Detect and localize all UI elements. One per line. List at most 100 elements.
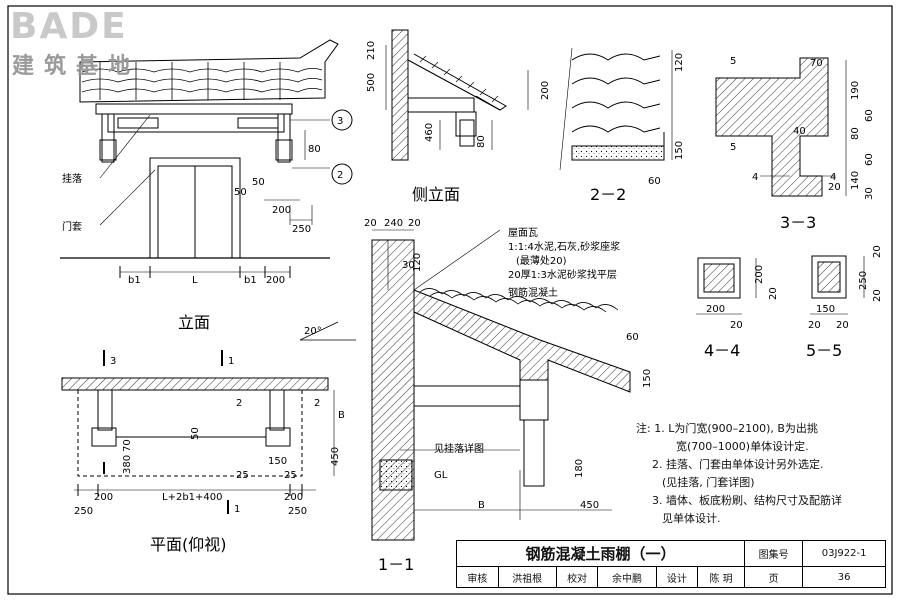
dim-label: 20 bbox=[730, 320, 743, 331]
dim-label: L bbox=[192, 275, 198, 286]
dim-label: 240 bbox=[384, 218, 403, 229]
section-1-1-text: 20 240 20 30 120 60 150 180 B 450 见挂落详图 … bbox=[364, 218, 653, 574]
dim-label: 50 bbox=[252, 177, 265, 188]
dim-label: 200 bbox=[272, 205, 291, 216]
sheet-border bbox=[7, 5, 893, 595]
section-4-4-text: 200 20 200 20 4－4 bbox=[704, 265, 779, 360]
dim-label: 180 bbox=[574, 459, 585, 478]
dim-label: B bbox=[338, 410, 345, 421]
designer-name: 陈 玥 bbox=[697, 566, 746, 588]
dim-label: 30 bbox=[402, 260, 415, 271]
layer-callouts: 屋面瓦 1:1:4水泥,石灰,砂浆座浆 (最薄处20) 20厚1:3水泥砂浆找平… bbox=[508, 227, 620, 299]
dim-label: 450 bbox=[330, 447, 341, 466]
dim-label: 60 bbox=[648, 176, 661, 187]
checker-name: 余中鹏 bbox=[597, 566, 657, 588]
atlas-number: 03J922-1 bbox=[802, 540, 886, 567]
review-label: 审核 bbox=[456, 566, 499, 588]
dim-label: 5 bbox=[730, 56, 736, 67]
title-block: 钢筋混凝土雨棚（一） 图集号 03J922-1 审核 洪祖根 校对 余中鹏 设计… bbox=[455, 540, 886, 588]
section-2-2-text: 120 200 150 60 2－2 bbox=[540, 53, 685, 204]
dim-label: 20 bbox=[364, 218, 377, 229]
view-title-elevation: 立面 bbox=[178, 313, 210, 332]
dim-label: 500 bbox=[366, 73, 377, 92]
dim-label: 150 bbox=[642, 369, 653, 388]
brand-subtitle: 建筑基地 bbox=[12, 54, 141, 79]
dim-label: 30 bbox=[864, 187, 875, 200]
note-line: 3. 墙体、板底粉刷、结构尺寸及配筋详 bbox=[652, 494, 842, 507]
dim-label: B bbox=[478, 500, 485, 511]
dim-label: 450 bbox=[580, 500, 599, 511]
dim-label: 20 bbox=[808, 320, 821, 331]
dim-label: 150 bbox=[816, 304, 835, 315]
section-5-5-text: 150 20 20 250 20 20 5－5 bbox=[806, 245, 883, 360]
layer-label: 屋面瓦 bbox=[508, 227, 538, 239]
dim-label: 250 bbox=[74, 506, 93, 517]
dim-label: 4 bbox=[752, 172, 758, 183]
section-mark: 2 bbox=[314, 398, 320, 409]
layer-label: 钢筋混凝土 bbox=[508, 286, 558, 299]
hanging-fascia bbox=[107, 113, 285, 133]
callout-circle bbox=[331, 163, 353, 185]
view-title-section-2-2: 2－2 bbox=[590, 185, 626, 204]
view-title-section-1-1: 1－1 bbox=[378, 555, 414, 574]
dim-label: 4 bbox=[830, 172, 836, 183]
design-label: 设计 bbox=[655, 566, 699, 588]
label-door-frame: 门套 bbox=[62, 220, 82, 233]
dim-label: 5 bbox=[730, 142, 736, 153]
dim-label: 20 bbox=[872, 289, 883, 302]
dim-label: 120 bbox=[412, 253, 423, 272]
note-line: 注: 1. L为门宽(900–2100), B为出挑 bbox=[636, 422, 818, 435]
dim-label: 460 bbox=[424, 123, 435, 142]
dim-label: 380 bbox=[122, 455, 133, 474]
plan-view bbox=[61, 321, 356, 514]
dim-label: 80 bbox=[308, 144, 321, 155]
dim-label: 50 bbox=[234, 187, 247, 198]
section-1-1-view bbox=[371, 229, 631, 541]
dim-label: 190 bbox=[850, 81, 861, 100]
dim-label: 140 bbox=[850, 171, 861, 190]
dim-label: 250 bbox=[858, 271, 869, 290]
dim-label: 60 bbox=[864, 109, 875, 122]
note-line: 2. 挂落、门套由单体设计另外选定. bbox=[652, 458, 824, 471]
dim-label: 20 bbox=[872, 245, 883, 258]
section-3-3-text: 5 5 70 190 60 40 80 60 140 30 4 4 20 3－3 bbox=[730, 56, 875, 232]
drawing-title: 钢筋混凝土雨棚（一） bbox=[455, 540, 746, 567]
label-gl: GL bbox=[434, 470, 448, 481]
section-4-4-view bbox=[696, 257, 757, 315]
dim-label: 200 bbox=[284, 492, 303, 503]
dim-label: 250 bbox=[292, 224, 311, 235]
page-label: 页 bbox=[744, 566, 804, 588]
dim-label: 200 bbox=[540, 81, 551, 100]
layer-label: 1:1:4水泥,石灰,砂浆座浆 bbox=[508, 240, 620, 253]
dim-label: 70 bbox=[122, 439, 133, 452]
note-line: 见单体设计. bbox=[662, 512, 721, 525]
label-hanging-fascia: 挂落 bbox=[62, 172, 82, 185]
label-see-detail: 见挂落详图 bbox=[434, 442, 484, 455]
dim-label: b1 bbox=[128, 275, 141, 286]
dim-label: 20 bbox=[768, 287, 779, 300]
brand-logo: BADE bbox=[10, 6, 128, 47]
dim-label: 250 bbox=[288, 506, 307, 517]
dim-label: 80 bbox=[850, 127, 861, 140]
dim-label: 80 bbox=[476, 135, 487, 148]
dim-label: 120 bbox=[674, 53, 685, 72]
section-mark: 1 bbox=[234, 504, 240, 515]
reviewer-name: 洪祖根 bbox=[497, 566, 557, 588]
dim-label: 200 bbox=[754, 265, 765, 284]
dim-label: 20 bbox=[408, 218, 421, 229]
dim-label: 200 bbox=[266, 275, 285, 286]
note-line: (见挂落, 门套详图) bbox=[662, 476, 755, 489]
dim-label: b1 bbox=[244, 275, 257, 286]
side-elevation-text: 210 500 460 80 侧立面 bbox=[366, 41, 487, 204]
view-title-section-5-5: 5－5 bbox=[806, 341, 842, 360]
page-number: 36 bbox=[802, 566, 886, 588]
dim-label: 200 bbox=[94, 492, 113, 503]
dim-label: 40 bbox=[793, 126, 806, 137]
section-2-2-view bbox=[527, 47, 673, 171]
angle-label: 20° bbox=[304, 326, 322, 337]
layer-label: 20厚1:3水泥砂浆找平层 bbox=[508, 268, 617, 281]
dim-label: 25 bbox=[284, 470, 297, 481]
section-mark: 3 bbox=[110, 356, 116, 367]
view-title-section-4-4: 4－4 bbox=[704, 341, 740, 360]
